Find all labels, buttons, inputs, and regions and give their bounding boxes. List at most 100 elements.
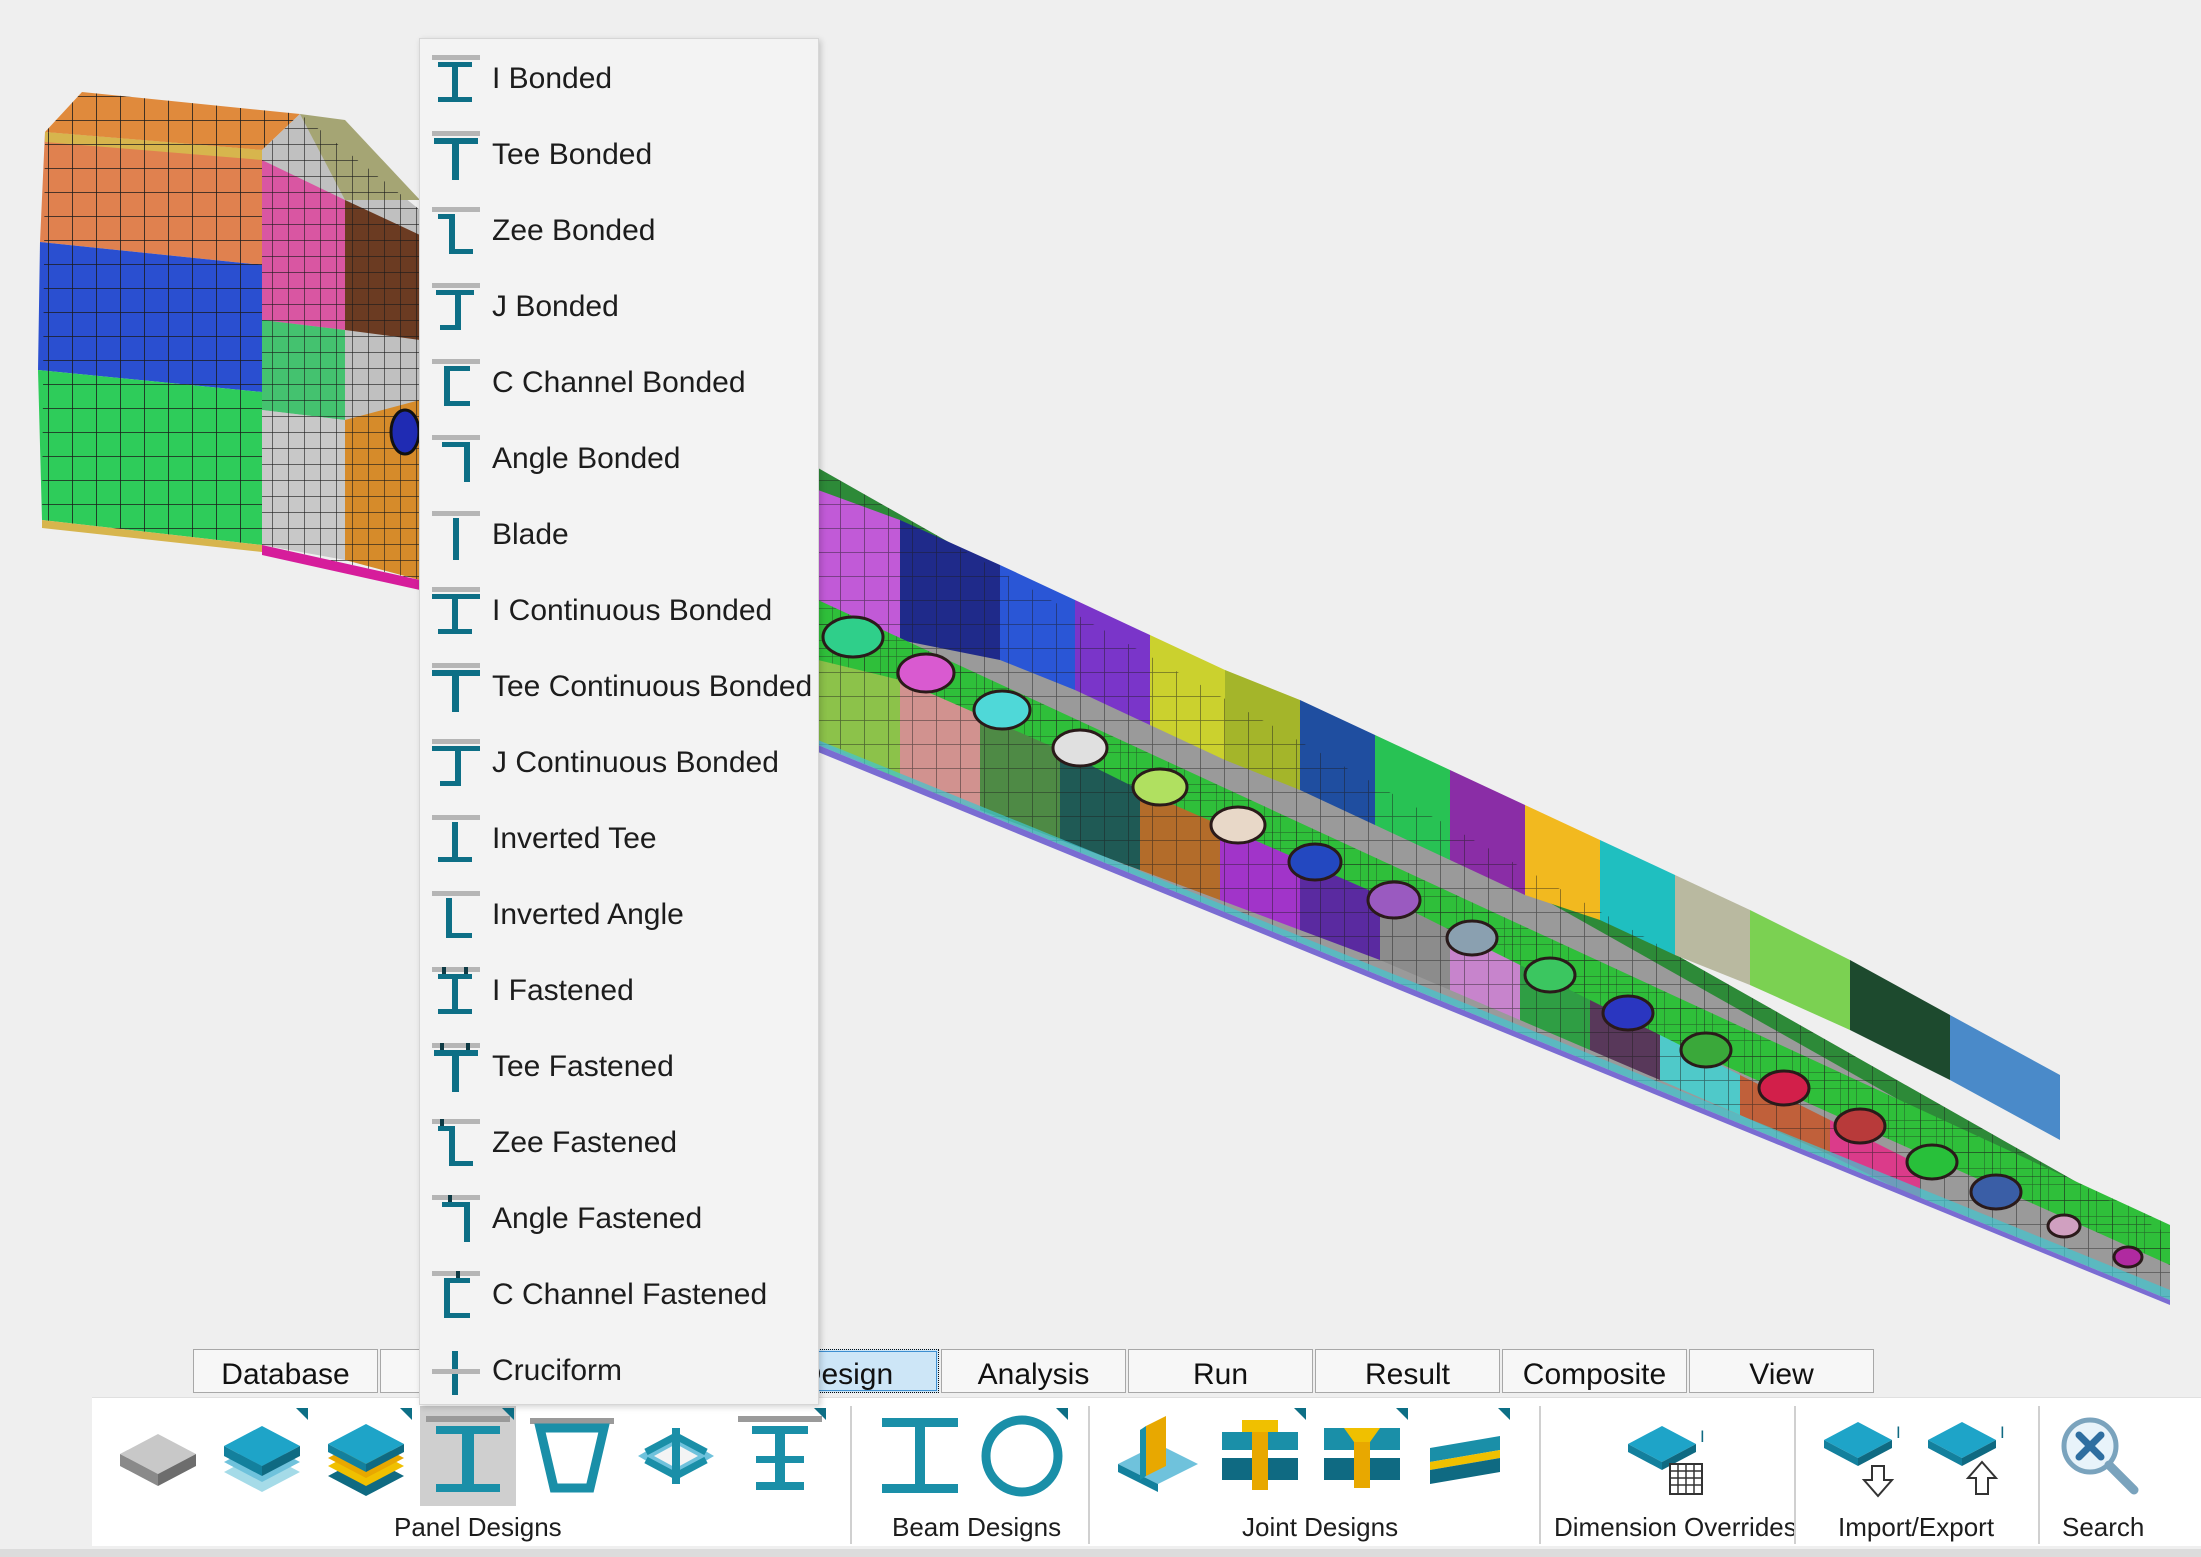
menu-item-label: Cruciform (492, 1354, 623, 1387)
menu-item-angle-bonded[interactable]: Angle Bonded (420, 421, 818, 493)
group-label-joint-designs: Joint Designs (1242, 1512, 1399, 1542)
sandwich-panel-icon (328, 1424, 404, 1496)
menu-item-i-bonded[interactable]: I Bonded (420, 41, 818, 113)
stiffener-section-icon (738, 1416, 822, 1490)
tab-database[interactable]: Database (193, 1349, 378, 1393)
menu-item-c-channel-bonded[interactable]: C Channel Bonded (420, 345, 818, 417)
menu-item-i-fastened[interactable]: I Fastened (420, 953, 818, 1025)
i-continuous-bonded-icon (432, 587, 480, 634)
panel-design-dropdown-menu: I Bonded Tee Bonded Zee Bonded J Bonded … (419, 38, 819, 1405)
unstiffened-panel-button[interactable] (110, 1406, 206, 1506)
svg-text:I: I (1700, 1427, 1705, 1446)
menu-item-tee-fastened[interactable]: Tee Fastened (420, 1029, 818, 1101)
dimension-overrides-button[interactable]: I (1622, 1406, 1718, 1506)
grid-stiffened-icon (638, 1428, 714, 1484)
menu-item-label: Blade (492, 518, 569, 551)
inverted-angle-icon (432, 891, 480, 938)
menu-item-zee-bonded[interactable]: Zee Bonded (420, 193, 818, 265)
menu-item-label: Inverted Angle (492, 898, 684, 931)
tee-continuous-bonded-icon (432, 663, 480, 712)
cruciform-icon (432, 1351, 480, 1395)
menu-item-cruciform[interactable]: Cruciform (420, 1333, 818, 1405)
lap-joint-button[interactable] (1416, 1406, 1512, 1506)
fastened-joint-button[interactable] (1212, 1406, 1308, 1506)
beam-stiffened-panel-button[interactable] (732, 1406, 828, 1506)
menu-item-tee-bonded[interactable]: Tee Bonded (420, 117, 818, 189)
stiffened-panel-button[interactable] (420, 1406, 516, 1506)
svg-text:I: I (1896, 1423, 1901, 1442)
tab-composite[interactable]: Composite (1502, 1349, 1687, 1393)
group-label-beam-designs: Beam Designs (892, 1512, 1062, 1542)
menu-item-label: Zee Fastened (492, 1126, 678, 1159)
svg-text:I: I (2000, 1423, 2005, 1442)
menu-item-label: I Fastened (492, 974, 634, 1007)
menu-item-label: J Bonded (492, 290, 619, 323)
c-channel-fastened-icon (432, 1271, 480, 1318)
countersunk-joint-icon (1324, 1428, 1400, 1488)
menu-item-zee-fastened[interactable]: Zee Fastened (420, 1105, 818, 1177)
bonded-joint-icon (1118, 1416, 1198, 1492)
menu-item-label: Angle Fastened (492, 1202, 703, 1235)
unstiffened-panel-icon (120, 1434, 196, 1486)
group-label-import-export: Import/Export (1838, 1512, 1995, 1542)
i-beam-icon (882, 1418, 958, 1493)
menu-item-c-channel-fastened[interactable]: C Channel Fastened (420, 1257, 818, 1329)
menu-item-label: C Channel Bonded (492, 366, 746, 399)
angle-fastened-icon (432, 1195, 480, 1242)
search-icon (2061, 1417, 2139, 1495)
menu-item-label: C Channel Fastened (492, 1278, 768, 1311)
design-ribbon: Panel Designs Beam Designs (92, 1397, 2201, 1546)
tube-beam-button[interactable] (974, 1406, 1070, 1506)
menu-item-j-continuous-bonded[interactable]: J Continuous Bonded (420, 725, 818, 797)
tab-result[interactable]: Result (1315, 1349, 1500, 1393)
import-icon: I (1824, 1422, 1901, 1498)
zee-bonded-icon (432, 207, 480, 254)
menu-item-label: Tee Fastened (492, 1050, 674, 1083)
menu-item-blade[interactable]: Blade (420, 497, 818, 569)
menu-item-tee-continuous-bonded[interactable]: Tee Continuous Bonded (420, 649, 818, 721)
inverted-tee-icon (432, 815, 480, 862)
i-bonded-icon (432, 55, 480, 102)
j-bonded-icon (432, 283, 480, 330)
menu-item-j-bonded[interactable]: J Bonded (420, 269, 818, 341)
menu-item-label: I Bonded (492, 62, 613, 95)
blade-icon (432, 511, 480, 560)
i-beam-button[interactable] (872, 1406, 968, 1506)
tube-beam-icon (981, 1415, 1063, 1497)
menu-item-angle-fastened[interactable]: Angle Fastened (420, 1181, 818, 1253)
dimension-table-icon: I (1628, 1426, 1705, 1495)
fastened-joint-icon (1222, 1420, 1298, 1490)
tee-bonded-icon (432, 131, 480, 180)
bonded-joint-button[interactable] (1110, 1406, 1206, 1506)
search-button[interactable] (2050, 1406, 2146, 1506)
j-continuous-bonded-icon (432, 739, 480, 786)
import-button[interactable]: I (1818, 1406, 1914, 1506)
hat-stiffened-panel-button[interactable] (524, 1406, 620, 1506)
export-button[interactable]: I (1922, 1406, 2018, 1506)
zee-fastened-icon (432, 1119, 480, 1166)
menu-item-label: Inverted Tee (492, 822, 657, 855)
menu-item-inverted-angle[interactable]: Inverted Angle (420, 877, 818, 949)
menu-item-inverted-tee[interactable]: Inverted Tee (420, 801, 818, 873)
laminate-panel-icon (224, 1426, 300, 1492)
tab-analysis[interactable]: Analysis (941, 1349, 1126, 1393)
menu-item-label: Tee Bonded (492, 138, 653, 171)
sandwich-panel-button[interactable] (318, 1406, 414, 1506)
laminate-panel-button[interactable] (214, 1406, 310, 1506)
menu-item-label: J Continuous Bonded (492, 746, 779, 779)
tab-run[interactable]: Run (1128, 1349, 1313, 1393)
group-label-dimension-overrides: Dimension Overrides (1554, 1512, 1797, 1542)
grid-stiffened-panel-button[interactable] (628, 1406, 724, 1506)
c-channel-bonded-icon (432, 359, 480, 406)
angle-bonded-icon (432, 435, 480, 482)
i-fastened-icon (432, 967, 480, 1014)
status-bar (0, 1549, 2201, 1557)
menu-item-i-continuous-bonded[interactable]: I Continuous Bonded (420, 573, 818, 645)
tab-view[interactable]: View (1689, 1349, 1874, 1393)
menu-item-label: Angle Bonded (492, 442, 681, 475)
export-icon: I (1928, 1422, 2005, 1495)
hat-stiffened-icon (530, 1418, 614, 1493)
countersunk-joint-button[interactable] (1314, 1406, 1410, 1506)
